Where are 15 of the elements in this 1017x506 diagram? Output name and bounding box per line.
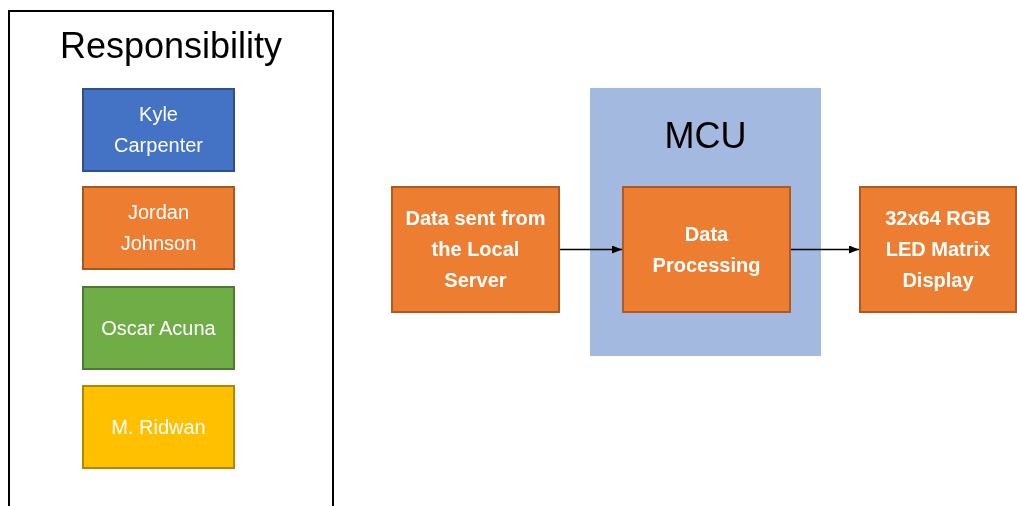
box-label: Data Processing <box>651 221 762 278</box>
process-box <box>391 186 560 313</box>
box-label: Data sent from the Local Server <box>404 206 547 293</box>
legend-text: Oscar Acuna <box>101 315 216 341</box>
legend-title: Responsibility <box>58 24 284 68</box>
arrow <box>559 245 623 254</box>
process-box <box>859 186 1017 313</box>
process-box <box>622 186 791 313</box>
legend-text: Kyle Carpenter <box>113 102 204 158</box>
legend-text: Jordan Johnson <box>119 200 198 256</box>
group-box <box>590 88 821 356</box>
legend-text: M. Ridwan <box>111 414 206 440</box>
group-title: MCU <box>663 118 748 154</box>
box-label: 32x64 RGB LED Matrix Display <box>884 206 992 293</box>
arrow <box>790 245 860 254</box>
